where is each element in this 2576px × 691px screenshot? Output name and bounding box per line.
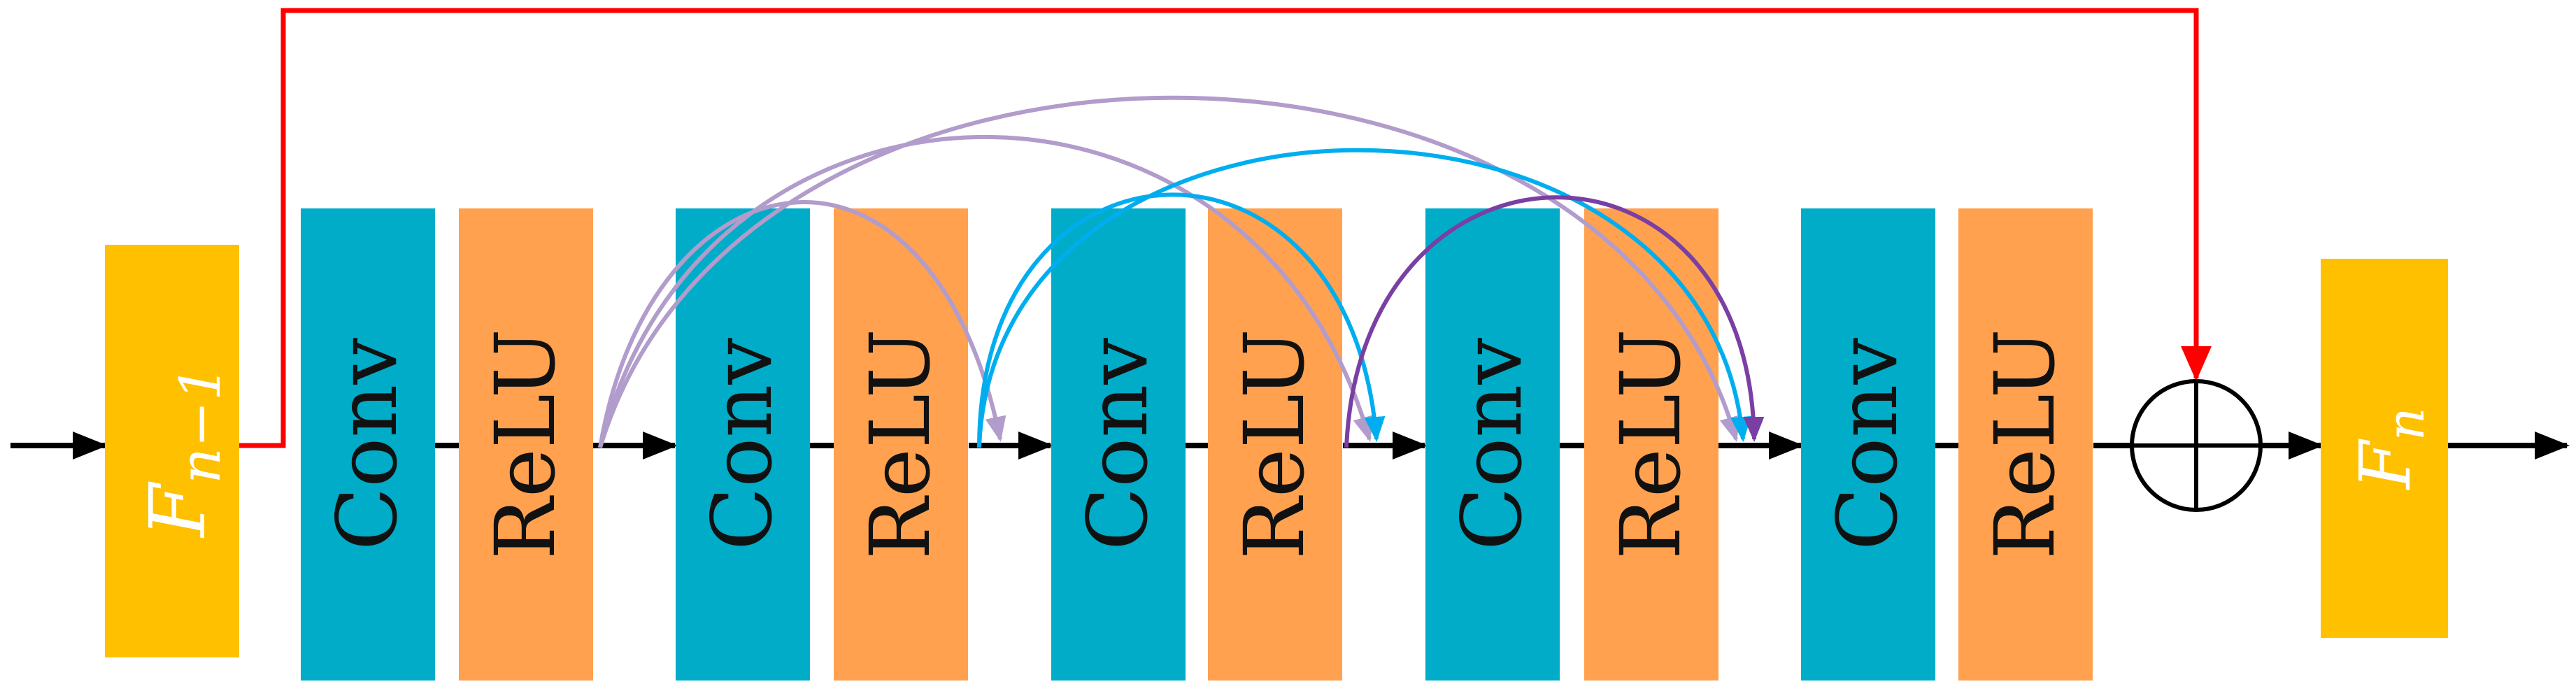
dense-connections-cyan (977, 148, 1751, 448)
dense-arc-cyan-1 (977, 192, 1386, 448)
input-feature-block: Fn−1 (105, 245, 239, 657)
output-feature-block: Fn (2321, 259, 2448, 638)
relu-layer-5 (1958, 208, 2093, 681)
dense-arc-cyan-2 (977, 148, 1751, 448)
relu-label-5: ReLU (1977, 329, 2073, 560)
conv-relu-block-4: Conv ReLU (1425, 208, 1718, 681)
conv-label-1: Conv (319, 338, 415, 550)
conv-label-2: Conv (694, 338, 790, 550)
dense-arc-lavender-3 (598, 95, 1740, 448)
conv-layer-4 (1425, 208, 1560, 681)
dense-connections-lavender (598, 95, 1740, 448)
conv-layer-1 (301, 208, 435, 681)
conv-relu-block-3: Conv ReLU (1051, 208, 1342, 681)
conv-relu-block-2: Conv ReLU (676, 208, 968, 681)
output-feature-label: Fn (2344, 407, 2436, 490)
residual-skip-arrow (239, 8, 2212, 448)
relu-label-3: ReLU (1226, 329, 1323, 560)
relu-label-2: ReLU (852, 329, 948, 560)
relu-label-1: ReLU (477, 329, 574, 560)
conv-label-4: Conv (1444, 338, 1540, 550)
output-feature-rect (2321, 259, 2448, 638)
input-feature-rect (105, 245, 239, 657)
relu-layer-2 (834, 208, 968, 681)
input-feature-base: F (133, 481, 222, 539)
relu-layer-3 (1208, 208, 1342, 681)
conv-label-3: Conv (1069, 338, 1166, 550)
dense-arc-lavender-2 (598, 134, 1374, 448)
conv-relu-block-5: Conv ReLU (1801, 208, 2093, 681)
relu-label-4: ReLU (1602, 329, 1699, 560)
conv-label-5: Conv (1819, 338, 1916, 550)
output-feature-subscript: n (2376, 407, 2436, 441)
conv-relu-block-1: Conv ReLU (301, 208, 593, 681)
dense-arc-purple (1344, 195, 1765, 448)
elementwise-sum-icon: ⊕ (2130, 379, 2263, 512)
conv-layer-5 (1801, 208, 1935, 681)
conv-layer-3 (1051, 208, 1186, 681)
input-feature-label: Fn−1 (133, 365, 233, 539)
output-feature-base: F (2344, 439, 2426, 491)
relu-layer-1 (459, 208, 593, 681)
conv-layer-2 (676, 208, 810, 681)
input-feature-subscript: n−1 (168, 365, 233, 483)
